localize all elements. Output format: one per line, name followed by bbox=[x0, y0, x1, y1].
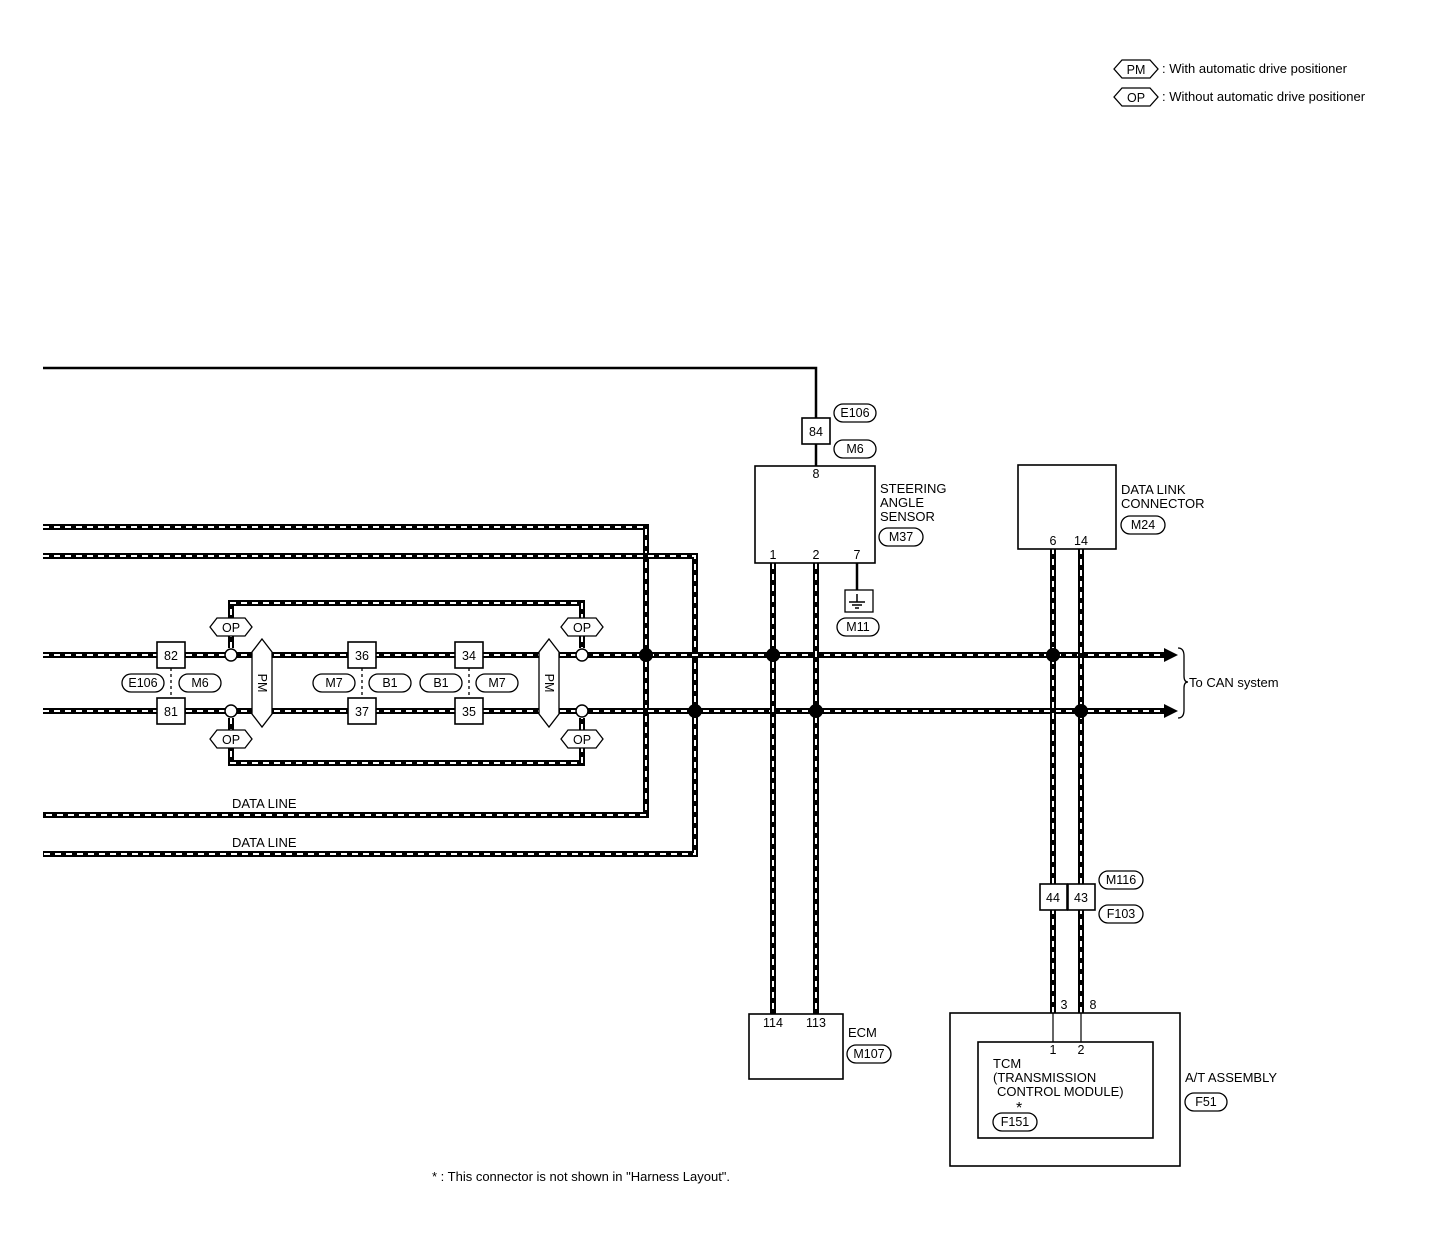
data-lines bbox=[43, 524, 1168, 1015]
conn-m107: M107 bbox=[853, 1047, 884, 1061]
conn-e106-mid: E106 bbox=[128, 676, 157, 690]
pm-tag-1: PM bbox=[255, 674, 269, 693]
pin-8-sas: 8 bbox=[813, 467, 820, 481]
pin-37: 37 bbox=[355, 705, 369, 719]
conn-m7-left: M7 bbox=[325, 676, 342, 690]
pin-2-sas: 2 bbox=[813, 548, 820, 562]
legend-pm-tag: PM bbox=[1127, 63, 1146, 77]
legend-op-tag-shape bbox=[1113, 87, 1159, 107]
pin-81: 81 bbox=[164, 705, 178, 719]
pm-tag-2: PM bbox=[542, 674, 556, 693]
conn-m24: M24 bbox=[1131, 518, 1155, 532]
ecm-label: ECM bbox=[848, 1025, 877, 1040]
connector-m116-f103: 44 43 M116 F103 bbox=[1039, 870, 1144, 924]
pin-1-sas: 1 bbox=[770, 548, 777, 562]
op-tag-1: OP bbox=[222, 621, 240, 635]
conn-f51: F51 bbox=[1195, 1095, 1217, 1109]
conn-m6-top: M6 bbox=[846, 442, 863, 456]
pin-3: 3 bbox=[1061, 998, 1068, 1012]
conn-m6-mid: M6 bbox=[191, 676, 208, 690]
pin-6-dlc: 6 bbox=[1050, 534, 1057, 548]
pin-43: 43 bbox=[1074, 891, 1088, 905]
sas-label-3: SENSOR bbox=[880, 509, 935, 524]
op-tag-4: OP bbox=[573, 733, 591, 747]
conn-m7-right: M7 bbox=[488, 676, 505, 690]
pin-44: 44 bbox=[1046, 891, 1060, 905]
legend: PM : With automatic drive positioner OP … bbox=[1113, 59, 1366, 107]
footnote: * : This connector is not shown in "Harn… bbox=[432, 1169, 730, 1184]
steering-angle-sensor: 8 1 2 7 STEERING ANGLE SENSOR M37 bbox=[754, 465, 946, 564]
sas-label-1: STEERING bbox=[880, 481, 946, 496]
conn-b1-right: B1 bbox=[433, 676, 448, 690]
data-line-label-1: DATA LINE bbox=[232, 796, 297, 811]
at-assembly-label: A/T ASSEMBLY bbox=[1185, 1070, 1277, 1085]
pin-box-84 bbox=[801, 417, 831, 445]
sas-label-2: ANGLE bbox=[880, 495, 924, 510]
conn-m116: M116 bbox=[1106, 873, 1136, 887]
pin-114: 114 bbox=[763, 1016, 783, 1030]
conn-f103: F103 bbox=[1107, 907, 1136, 921]
conn-f151: F151 bbox=[1001, 1115, 1030, 1129]
data-link-connector: 6 14 DATA LINK CONNECTOR M24 bbox=[1017, 464, 1205, 550]
op-tags: OP OP OP OP bbox=[209, 617, 604, 749]
tcm-asterisk: * bbox=[1016, 1100, 1022, 1117]
pm-tags: PM PM bbox=[251, 637, 560, 729]
pin-8-at: 8 bbox=[1090, 998, 1097, 1012]
conn-m6-top-shape bbox=[833, 439, 877, 459]
ecm: 114 113 ECM M107 bbox=[748, 1013, 892, 1080]
can-brace bbox=[1177, 647, 1189, 719]
to-can-label: To CAN system bbox=[1189, 675, 1279, 690]
top-wire bbox=[43, 366, 818, 418]
pin-84: 84 bbox=[809, 425, 823, 439]
legend-op-text: : Without automatic drive positioner bbox=[1162, 89, 1366, 104]
pin-36: 36 bbox=[355, 649, 369, 663]
pin-2-tcm: 2 bbox=[1078, 1043, 1085, 1057]
conn-m37: M37 bbox=[889, 530, 913, 544]
conn-m11: M11 bbox=[846, 620, 869, 634]
pin-1-tcm: 1 bbox=[1050, 1043, 1057, 1057]
data-line-label-2: DATA LINE bbox=[232, 835, 297, 850]
dlc-label-1: DATA LINK bbox=[1121, 482, 1186, 497]
tcm-label-3: CONTROL MODULE) bbox=[997, 1084, 1124, 1099]
op-tag-2: OP bbox=[573, 621, 591, 635]
pin-34: 34 bbox=[462, 649, 476, 663]
conn-e106-top-shape bbox=[833, 403, 877, 423]
arrow-can-high bbox=[1164, 648, 1178, 662]
junctions bbox=[224, 648, 1088, 718]
inline-connectors: 82 81 E106 M6 36 37 M7 B1 34 35 B1 M7 bbox=[121, 641, 519, 725]
at-assembly: 3 8 1 2 TCM (TRANSMISSION CONTROL MODULE… bbox=[949, 998, 1277, 1167]
pin-82: 82 bbox=[164, 649, 178, 663]
ground-m11: M11 bbox=[836, 563, 880, 637]
legend-pm-text: : With automatic drive positioner bbox=[1162, 61, 1348, 76]
conn-e106-top: E106 bbox=[840, 406, 869, 420]
pin-7-sas: 7 bbox=[854, 548, 861, 562]
pin-14-dlc: 14 bbox=[1074, 534, 1088, 548]
dlc-label-2: CONNECTOR bbox=[1121, 496, 1205, 511]
arrow-can-low bbox=[1164, 704, 1178, 718]
conn-b1-left: B1 bbox=[382, 676, 397, 690]
op-tag-3: OP bbox=[222, 733, 240, 747]
legend-pm-tag-shape bbox=[1113, 59, 1159, 79]
tcm-label-2: (TRANSMISSION bbox=[993, 1070, 1096, 1085]
legend-op-tag: OP bbox=[1127, 91, 1145, 105]
pin-113: 113 bbox=[806, 1016, 826, 1030]
tcm-label-1: TCM bbox=[993, 1056, 1021, 1071]
pin-35: 35 bbox=[462, 705, 476, 719]
